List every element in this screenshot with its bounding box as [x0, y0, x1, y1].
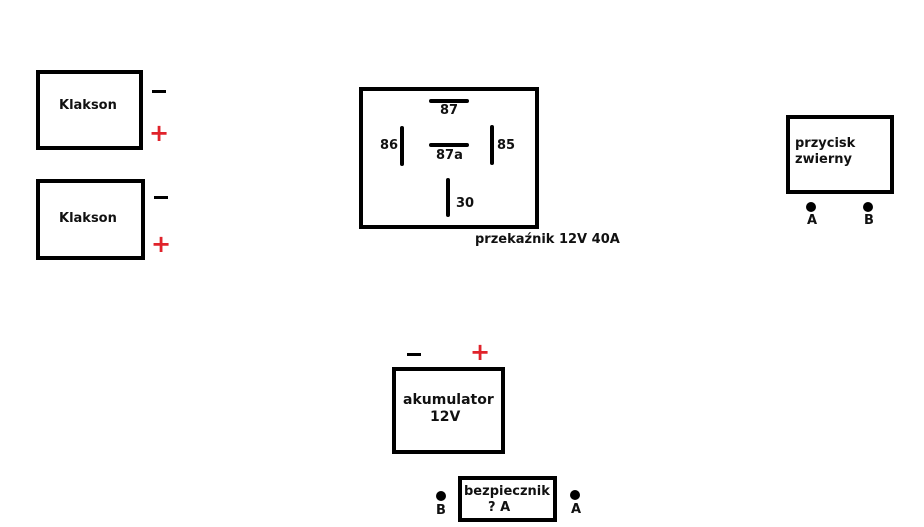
- fuse-terminal-b-dot: [436, 491, 446, 501]
- relay-pin-87-label: 87: [440, 103, 459, 118]
- fuse-terminal-b-label: B: [436, 503, 446, 518]
- push-button-terminal-b-label: B: [864, 213, 874, 228]
- relay-pin-30-label: 30: [456, 196, 475, 211]
- horn-1-label: Klakson: [59, 98, 117, 113]
- fuse-terminal-a-label: A: [571, 502, 582, 517]
- relay-pin-87-contact: [429, 99, 469, 103]
- battery-label-line2: 12V: [430, 409, 461, 425]
- relay-pin-30-contact: [446, 178, 450, 217]
- relay-pin-86-label: 86: [380, 138, 399, 153]
- push-button-box: [786, 115, 894, 194]
- relay-pin-86-contact: [400, 126, 404, 166]
- push-button-terminal-a-dot: [806, 202, 816, 212]
- battery-negative-terminal: [407, 353, 421, 356]
- push-button-terminal-a-label: A: [807, 213, 818, 228]
- push-button-label-line1: przycisk: [795, 136, 856, 151]
- battery-label-line1: akumulator: [403, 392, 494, 408]
- relay-box: [359, 87, 539, 229]
- relay-pin-87a-contact: [429, 143, 469, 147]
- horn-1-box: [36, 70, 143, 150]
- horn-1-positive-terminal: +: [149, 119, 170, 147]
- horn-2-label: Klakson: [59, 211, 117, 226]
- fuse-label-line1: bezpiecznik: [464, 484, 550, 499]
- relay-pin-87a-label: 87a: [436, 148, 463, 163]
- push-button-terminal-b-dot: [863, 202, 873, 212]
- battery-positive-terminal: +: [470, 338, 491, 366]
- push-button-label-line2: zwierny: [795, 152, 852, 167]
- fuse-label-line2: ? A: [488, 500, 511, 515]
- horn-2-positive-terminal: +: [151, 230, 172, 258]
- horn-2-box: [36, 179, 145, 260]
- fuse-box: [458, 476, 557, 522]
- horn-1-negative-terminal: [152, 90, 166, 93]
- relay-caption: przekaźnik 12V 40A: [475, 232, 620, 247]
- relay-pin-85-label: 85: [497, 138, 516, 153]
- relay-pin-85-contact: [490, 125, 494, 165]
- battery-box: [392, 367, 505, 454]
- horn-2-negative-terminal: [154, 196, 168, 199]
- fuse-terminal-a-dot: [570, 490, 580, 500]
